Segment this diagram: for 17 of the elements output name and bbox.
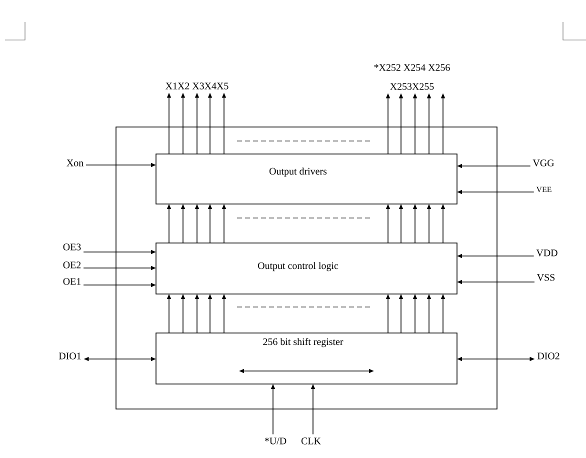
pin-label: OE1: [63, 278, 81, 285]
pin-label: *U/D: [264, 438, 286, 444]
pin-label: Xon: [66, 160, 84, 166]
pin-label: DIO1: [58, 352, 81, 360]
pin-label: X1X2 X3X4X5: [166, 82, 228, 90]
pin-label: CLK: [301, 438, 321, 444]
block-box: 256 bit shift register: [156, 332, 458, 384]
pin-label: VDD: [536, 250, 558, 256]
pin-label: OE2: [63, 262, 81, 268]
pin-label: *X252 X254 X256 X253X255: [374, 64, 450, 90]
pin-label: VGG: [532, 160, 554, 166]
block-box: Output drivers: [156, 154, 458, 204]
chip-outline: [116, 126, 498, 410]
pin-label: VSS: [536, 274, 555, 281]
block-box: Output control logic: [156, 242, 458, 294]
pin-label: DIO2: [537, 352, 560, 360]
pin-label: OE3: [63, 244, 81, 250]
